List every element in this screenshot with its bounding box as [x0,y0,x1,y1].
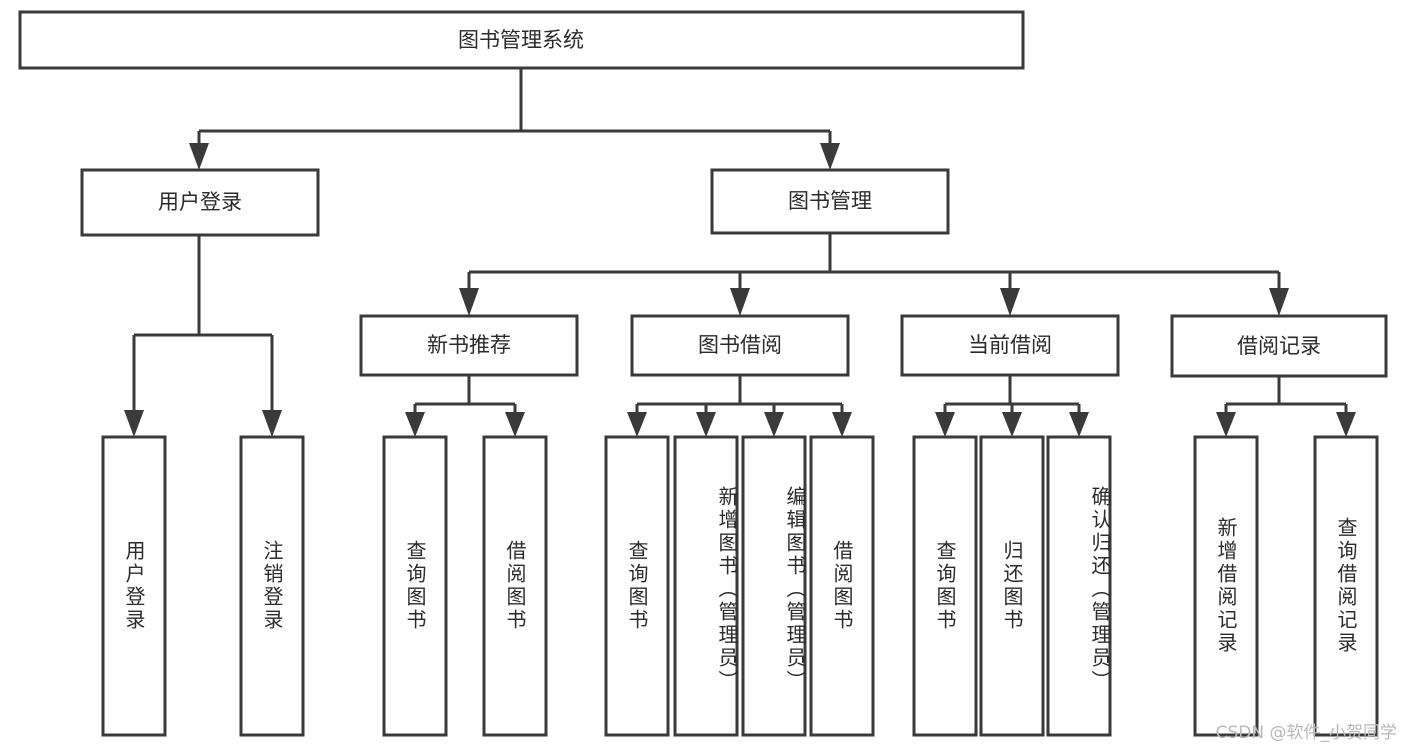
arrowhead-to-leaf-user-logout [262,410,282,437]
leaf-box-edit-book[interactable] [741,435,807,737]
arrowhead-to-leaf-add-record [1216,412,1236,437]
node-root-box[interactable] [18,10,1025,70]
node-current-borrow-box[interactable] [900,314,1120,377]
leaf-box-borrow-book-2[interactable] [809,435,875,737]
node-root-label: 图书管理系统 [458,28,584,52]
leaf-box-borrow-book-1[interactable] [482,435,548,737]
arrowhead-to-user-login [189,143,209,170]
node-book-management-box[interactable] [710,168,950,235]
node-borrow-record[interactable]: 借阅记录 [1170,314,1388,378]
leaf-box-confirm-return[interactable] [1046,435,1112,737]
node-book-borrow-box[interactable] [630,314,850,377]
arrowhead-to-current-borrow [1000,288,1020,316]
arrowhead-to-leaf-confirm-return [1069,412,1089,437]
leaf-box-query-book-2[interactable] [604,435,670,737]
csdn-watermark: CSDN @软件_小贺同学 [1215,723,1397,743]
node-current-borrow[interactable]: 当前借阅 [900,314,1120,377]
arrowhead-to-leaf-query-book-1 [405,412,425,437]
leaf-box-add-record[interactable] [1193,435,1259,737]
leaf-box-query-record[interactable] [1313,435,1379,737]
arrowhead-to-leaf-edit-book [764,412,784,437]
node-new-book-recommend-box[interactable] [359,314,579,377]
node-borrow-record-box[interactable] [1170,314,1388,378]
arrowhead-to-leaf-query-record [1336,412,1356,437]
node-user-login[interactable]: 用户登录 [80,168,320,237]
arrowhead-to-leaf-query-book-3 [935,412,955,437]
arrowhead-to-leaf-borrow-book-1 [505,412,525,437]
node-book-management-label: 图书管理 [788,189,872,213]
node-book-borrow[interactable]: 图书借阅 [630,314,850,377]
node-current-borrow-label: 当前借阅 [968,333,1052,357]
arrowhead-to-borrow-record [1269,288,1289,316]
arrowhead-to-leaf-borrow-book-2 [832,412,852,437]
arrowhead-layer [124,143,1356,437]
node-new-book-recommend-label: 新书推荐 [427,333,511,357]
arrowhead-to-leaf-query-book-2 [627,412,647,437]
leaf-box-add-book[interactable] [673,435,739,737]
arrowhead-to-leaf-user-login [124,410,144,437]
node-user-login-box[interactable] [80,168,320,237]
node-book-management[interactable]: 图书管理 [710,168,950,235]
node-root[interactable]: 图书管理系统 [18,10,1025,70]
arrowhead-to-book-borrow [730,288,750,316]
connector-layer [132,68,1348,412]
leaf-box-layer [101,435,1379,737]
leaf-box-user-logout[interactable] [239,435,305,737]
node-book-borrow-label: 图书借阅 [698,333,782,357]
leaf-box-return-book[interactable] [979,435,1045,737]
node-user-login-label: 用户登录 [158,190,242,214]
node-borrow-record-label: 借阅记录 [1237,334,1321,358]
leaf-box-user-login[interactable] [101,435,167,737]
node-new-book-recommend[interactable]: 新书推荐 [359,314,579,377]
leaf-box-query-book-3[interactable] [912,435,978,737]
arrowhead-to-leaf-add-book [696,412,716,437]
arrowhead-to-leaf-return-book [1002,412,1022,437]
leaf-box-query-book-1[interactable] [382,435,448,737]
arrowhead-to-new-book-recommend [459,288,479,316]
arrowhead-to-book-management [820,143,840,170]
